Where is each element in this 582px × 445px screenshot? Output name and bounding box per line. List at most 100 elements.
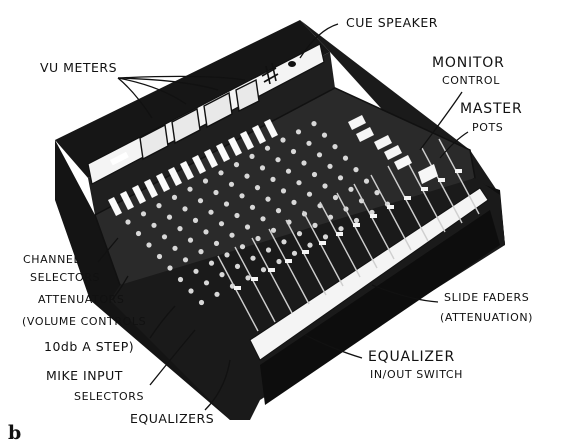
knob <box>240 244 245 249</box>
knob <box>214 241 219 246</box>
knob <box>255 185 260 190</box>
label-mike-input-line2: SELECTORS <box>74 391 144 402</box>
label-slide-faders-line2: (ATTENUATION) <box>440 312 533 323</box>
fader-knob <box>234 286 241 290</box>
knob <box>261 267 266 272</box>
knob <box>297 231 302 236</box>
label-vu-meters: VU METERS <box>40 62 117 75</box>
knob <box>125 219 130 224</box>
label-cue-speaker: CUE SPEAKER <box>346 17 438 30</box>
fader-knob <box>336 232 343 236</box>
label-attenuators-line1: ATTENUATORS <box>38 294 124 305</box>
knob <box>260 165 265 170</box>
fader-knob <box>370 214 377 218</box>
knob <box>312 172 317 177</box>
knob <box>187 187 192 192</box>
knob <box>172 195 177 200</box>
label-equalizer-switch-line2: IN/OUT SWITCH <box>370 369 463 380</box>
fader-knob <box>251 277 258 281</box>
knob <box>224 201 229 206</box>
knob <box>229 233 234 238</box>
label-equalizers: EQUALIZERS <box>130 413 214 426</box>
knob <box>312 223 317 228</box>
knob <box>327 164 332 169</box>
knob <box>214 292 219 297</box>
label-monitor-control-line2: CONTROL <box>442 75 500 86</box>
fader-knob <box>285 259 292 263</box>
knob <box>292 251 297 256</box>
label-master-pots-line1: MASTER <box>460 102 522 116</box>
label-attenuators-line3: 10db A STEP) <box>44 341 134 354</box>
label-channel-selectors-line2: SELECTORS <box>30 272 100 283</box>
knob <box>265 146 270 151</box>
knob <box>338 175 343 180</box>
knob <box>291 149 296 154</box>
knob <box>234 162 239 167</box>
knob <box>271 228 276 233</box>
knob <box>311 121 316 126</box>
fader-knob <box>387 205 394 209</box>
knob <box>255 236 260 241</box>
knob <box>141 211 146 216</box>
knob <box>218 170 223 175</box>
knob <box>199 300 204 305</box>
knob <box>291 200 296 205</box>
knob <box>333 195 338 200</box>
fader-knob <box>438 178 445 182</box>
knob <box>245 224 250 229</box>
knob <box>172 246 177 251</box>
label-monitor-control-line1: MONITOR <box>432 56 505 70</box>
knob <box>193 269 198 274</box>
knob <box>203 229 208 234</box>
fader-knob <box>353 223 360 227</box>
knob <box>244 174 249 179</box>
knob <box>276 259 281 264</box>
knob <box>239 193 244 198</box>
knob <box>306 141 311 146</box>
knob <box>296 129 301 134</box>
fader-knob <box>268 268 275 272</box>
knob <box>177 226 182 231</box>
label-equalizer-switch-line1: EQUALIZER <box>368 350 455 364</box>
knob <box>270 177 275 182</box>
knob <box>338 226 343 231</box>
knob <box>332 144 337 149</box>
knob <box>348 187 353 192</box>
knob <box>156 203 161 208</box>
label-mike-input-line1: MIKE INPUT <box>46 370 123 383</box>
knob <box>209 261 214 266</box>
knob <box>307 243 312 248</box>
knob <box>280 137 285 142</box>
knob <box>235 264 240 269</box>
knob <box>353 167 358 172</box>
knob <box>208 210 213 215</box>
knob <box>317 152 322 157</box>
knob <box>198 198 203 203</box>
figure-letter: b <box>8 424 21 443</box>
knob <box>260 216 265 221</box>
knob <box>364 179 369 184</box>
knob <box>307 192 312 197</box>
knob <box>354 218 359 223</box>
fader-knob <box>421 187 428 191</box>
label-slide-faders-line1: SLIDE FADERS <box>444 292 529 303</box>
knob <box>146 242 151 247</box>
knob <box>151 223 156 228</box>
label-attenuators-line2: (VOLUME CONTROLS <box>22 316 146 327</box>
knob <box>301 160 306 165</box>
knob <box>266 247 271 252</box>
knob <box>296 180 301 185</box>
knob <box>250 205 255 210</box>
knob <box>276 208 281 213</box>
knob <box>219 221 224 226</box>
knob <box>250 256 255 261</box>
fader-knob <box>404 196 411 200</box>
knob <box>234 213 239 218</box>
label-channel-selectors-line1: CHANNEL <box>23 254 80 265</box>
knob <box>322 133 327 138</box>
knob <box>213 190 218 195</box>
knob <box>136 231 141 236</box>
fader-knob <box>302 250 309 254</box>
knob <box>224 252 229 257</box>
